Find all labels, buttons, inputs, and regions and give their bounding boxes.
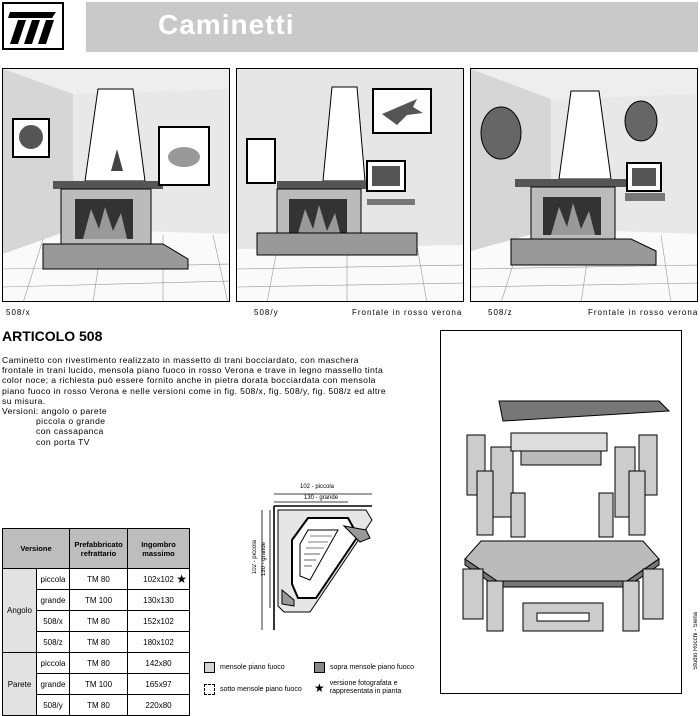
row-size: 180x102: [127, 631, 190, 653]
version-item: con cassapanca: [36, 426, 104, 437]
floor-plan: 102 - piccola 130 - grande 102 - piccola…: [248, 480, 382, 640]
logo-mark-icon: [8, 12, 56, 44]
version-item: con porta TV: [36, 436, 90, 447]
fireplace-corner-illustration: [3, 69, 229, 301]
row-size: 165x97: [127, 673, 190, 695]
row-label: piccola: [36, 652, 70, 674]
row-prefab: TM 80: [69, 610, 128, 632]
photo-panel-508y: [236, 68, 464, 302]
swatch-light: [204, 662, 215, 673]
legend-label: mensole piano fuoco: [220, 664, 285, 671]
row-prefab: TM 100: [69, 673, 128, 695]
row-prefab: TM 80: [69, 631, 128, 653]
caption-code-3: 508/z: [488, 308, 513, 317]
dim-side-small: 102 - piccola: [252, 540, 258, 575]
dim-top-small: 102 - piccola: [300, 484, 335, 490]
caption-note-3: Frontale in rosso verona: [588, 308, 699, 317]
spec-table: Versione Prefabbricato refrattario Ingom…: [2, 528, 190, 716]
desc-line: color noce; a richiesta può essere forni…: [2, 375, 376, 386]
row-label: 508/x: [36, 610, 70, 632]
row-size: 102x102★: [127, 568, 190, 590]
fireplace-wall-illustration: [237, 69, 463, 301]
photo-panel-508x: [2, 68, 230, 302]
row-label: grande: [36, 589, 70, 611]
col-header-version: Versione: [2, 528, 70, 569]
page-title: Caminetti: [158, 9, 295, 40]
row-label: piccola: [36, 568, 70, 590]
row-prefab: TM 80: [69, 694, 128, 716]
caption-note-2: Frontale in rosso verona: [352, 308, 463, 317]
row-size: 130x130: [127, 589, 190, 611]
row-size: 220x80: [127, 694, 190, 716]
row-prefab: TM 100: [69, 589, 128, 611]
title-bar: [86, 2, 698, 52]
col-header-prefab: Prefabbricato refrattario: [69, 528, 128, 569]
legend-label: sotto mensole piano fuoco: [220, 686, 302, 693]
caption-code-2: 508/y: [254, 308, 279, 317]
versions-label: Versioni: angolo o parete: [2, 406, 108, 417]
floor-plan-drawing: [261, 493, 373, 630]
row-label: 508/y: [36, 694, 70, 716]
legend-star: ★ versione fotografata e rappresentata i…: [314, 680, 434, 696]
table-row: Parete piccola TM 80 142x80: [2, 652, 190, 716]
col-header-size: Ingombro massimo: [127, 528, 190, 569]
legend-label: sopra mensole piano fuoco: [330, 664, 415, 671]
row-label: 508/z: [36, 631, 70, 653]
row-size-value: 102x102: [143, 574, 174, 584]
table-row: Angolo piccola TM 80 102x102★: [2, 568, 190, 653]
legend-mensole: mensole piano fuoco: [204, 662, 285, 673]
table-row: grande TM 100 130x130: [3, 589, 190, 611]
article-heading: ARTICOLO 508: [2, 328, 103, 344]
star-icon: ★: [314, 681, 325, 695]
legend-label: versione fotografata e rappresentata in …: [329, 680, 402, 695]
row-prefab: TM 80: [69, 652, 128, 674]
group-parete: Parete: [2, 652, 37, 716]
dim-side-large: 130 - grande: [261, 542, 267, 577]
swatch-dark: [314, 662, 325, 673]
version-item: piccola o grande: [36, 416, 106, 427]
desc-line: piano fuoco in rosso Verona e nelle vers…: [2, 385, 387, 396]
exploded-assembly-drawing: [441, 331, 681, 693]
photo-panel-508z: [470, 68, 698, 302]
caption-code-1: 508/x: [6, 308, 31, 317]
article-description: Caminetto con rivestimento realizzato in…: [2, 355, 422, 447]
desc-line: su misura.: [2, 395, 46, 406]
legend-sopra: sopra mensole piano fuoco: [314, 662, 414, 673]
fireplace-corner-tv-illustration: [471, 69, 697, 301]
row-size: 152x102: [127, 610, 190, 632]
exploded-view: [440, 330, 682, 694]
dim-top-large: 130 - grande: [304, 495, 339, 501]
row-size: 142x80: [127, 652, 190, 674]
row-prefab: TM 80: [69, 568, 128, 590]
row-label: grande: [36, 673, 70, 695]
table-row: 508/x TM 80 152x102: [3, 610, 190, 632]
table-header-row: Versione Prefabbricato refrattario Ingom…: [2, 528, 190, 569]
swatch-dashed: [204, 684, 215, 695]
legend-sotto: sotto mensole piano fuoco: [204, 684, 302, 695]
credit-text: Studio Rocchi - Siena: [693, 612, 699, 670]
desc-line: frontale in trani lucido, mensola piano …: [2, 365, 384, 376]
desc-line: Caminetto con rivestimento realizzato in…: [2, 355, 359, 365]
group-angolo: Angolo: [2, 568, 37, 653]
star-icon: ★: [176, 572, 187, 586]
brand-logo: [2, 2, 64, 50]
